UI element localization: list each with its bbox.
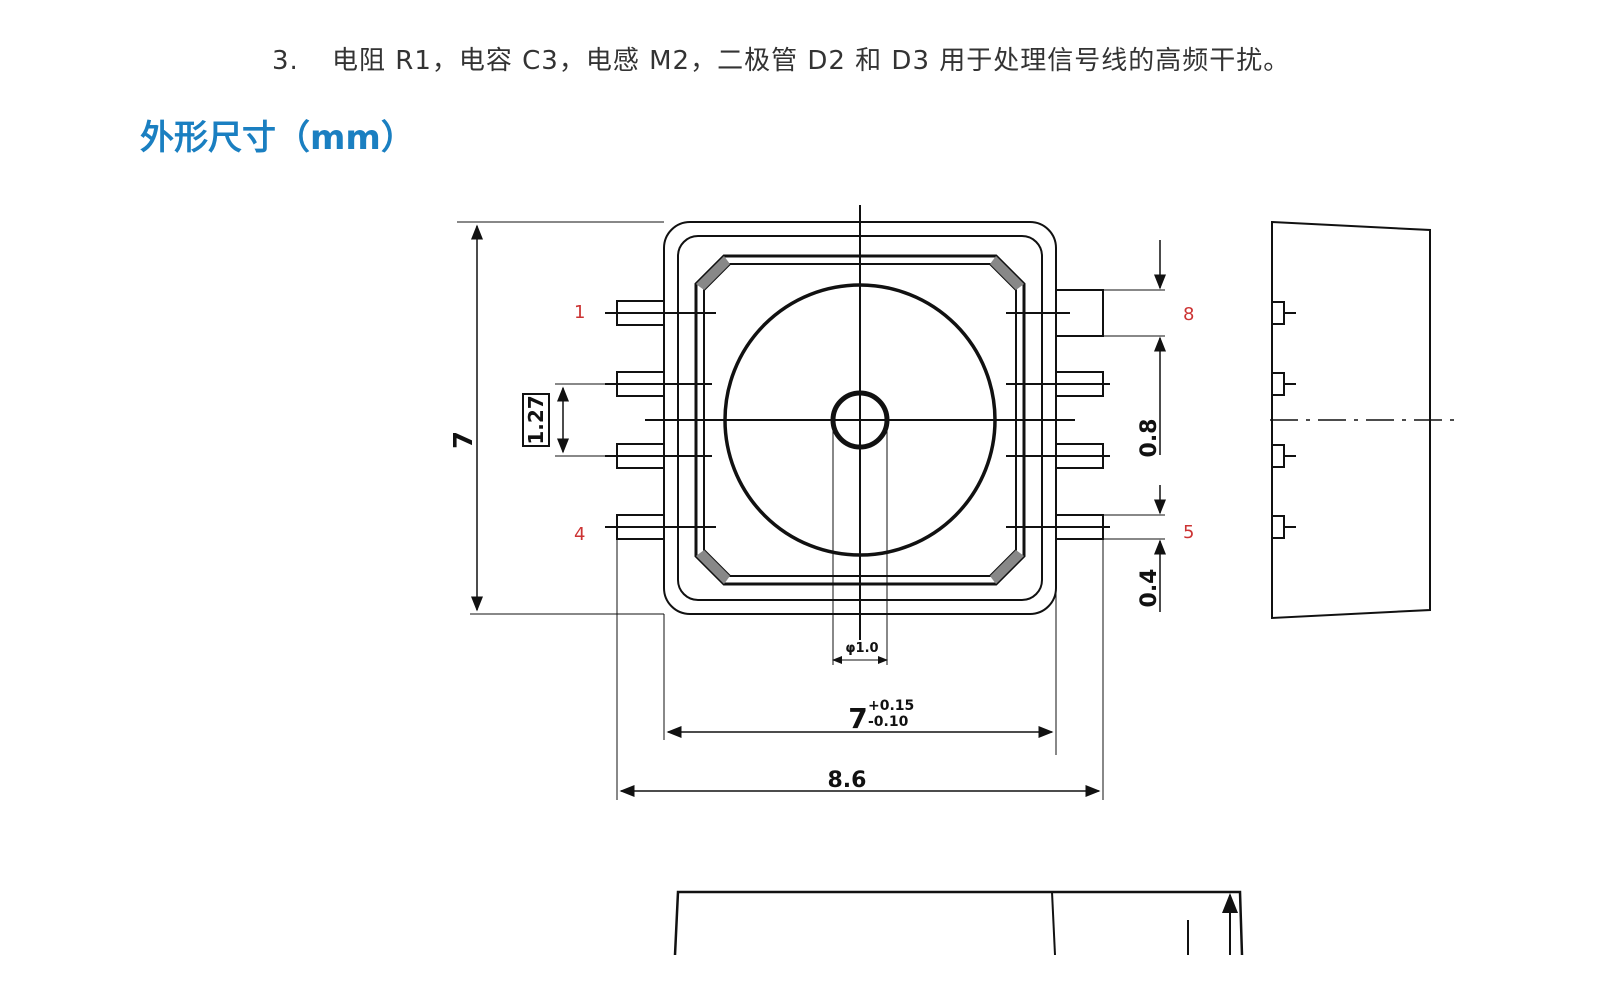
- dim-tol-minus: -0.10: [868, 714, 909, 730]
- note-line: 3. 电阻 R1，电容 C3，电感 M2，二极管 D2 和 D3 用于处理信号线的…: [272, 40, 1290, 77]
- dim-hole: φ1.0: [845, 641, 878, 656]
- pin-label-1: 1: [574, 302, 585, 323]
- pin-label-5: 5: [1183, 522, 1194, 543]
- section-title: 外形尺寸（mm）: [140, 118, 415, 158]
- note-number: 3.: [272, 46, 299, 76]
- dim-body-width: 7: [848, 702, 867, 735]
- side-view-outline: [1271, 220, 1431, 620]
- dim-overall-width: 8.6: [828, 768, 867, 793]
- note-text: 电阻 R1，电容 C3，电感 M2，二极管 D2 和 D3 用于处理信号线的高频…: [332, 46, 1291, 76]
- dim-tol-plus: +0.15: [868, 698, 914, 714]
- pin-label-8: 8: [1183, 304, 1194, 325]
- dim-lead-spacing: 0.8: [1137, 419, 1162, 458]
- dim-pitch: 1.27: [524, 395, 548, 444]
- bottom-view-outline: [673, 890, 1244, 956]
- dim-height: 7: [449, 431, 479, 449]
- dim-lead-width: 0.4: [1137, 569, 1162, 608]
- pin-label-4: 4: [574, 524, 585, 545]
